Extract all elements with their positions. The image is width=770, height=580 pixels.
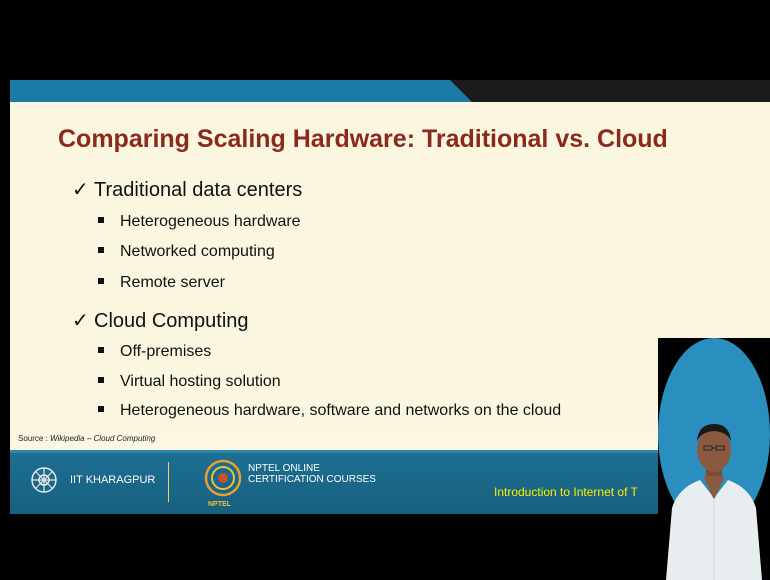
nptel-logo-icon [204,459,242,497]
slide-title: Comparing Scaling Hardware: Traditional … [58,125,668,153]
nptel-line-1: NPTEL ONLINE [248,463,320,474]
bullet-label: Cloud Computing [94,310,249,332]
presenter-video-overlay [658,338,770,580]
slide: Comparing Scaling Hardware: Traditional … [10,80,770,514]
footer-divider [168,462,169,502]
check-icon: ✓ [72,179,89,201]
sub-bullet: Virtual hosting solution [98,373,281,391]
sub-bullet: Off-premises [98,343,211,361]
sub-bullet: Networked computing [98,243,275,261]
institute-name: IIT KHARAGPUR [70,474,156,486]
course-title: Introduction to Internet of T [494,485,638,499]
check-icon: ✓ [72,310,89,332]
iit-kharagpur-emblem-icon [31,467,57,493]
sub-bullet: Remote server [98,274,225,292]
sub-bullet: Heterogeneous hardware, software and net… [98,402,561,420]
sub-bullet-text: Heterogeneous hardware [120,213,301,230]
square-bullet-icon [98,405,104,412]
top-band [10,80,770,102]
sub-bullet-text: Heterogeneous hardware, software and net… [120,402,562,419]
slide-content [10,102,770,432]
square-bullet-icon [98,216,104,223]
sub-bullet-text: Off-premises [120,343,212,360]
nptel-mini-label: NPTEL [208,501,231,508]
footer-stripe [10,450,770,453]
square-bullet-icon [98,346,104,353]
sub-bullet-text: Networked computing [120,243,275,260]
nptel-title: NPTEL ONLINE CERTIFICATION COURSES [248,463,376,485]
nptel-line-2: CERTIFICATION COURSES [248,474,376,485]
sub-bullet-text: Virtual hosting solution [120,373,281,390]
sub-bullet-text: Remote server [120,274,225,291]
square-bullet-icon [98,277,104,284]
footer-bar: IIT KHARAGPUR NPTEL NPTEL ONLINE CERTIFI… [10,450,770,514]
sub-bullet: Heterogeneous hardware [98,213,301,231]
square-bullet-icon [98,246,104,253]
bullet-label: Traditional data centers [94,179,303,201]
source-citation: Source : Wikipedia – Cloud Computing [18,434,155,443]
source-reference: Wikipedia – Cloud Computing [50,434,156,443]
bullet-traditional-data-centers: ✓Traditional data centers [72,177,302,202]
square-bullet-icon [98,376,104,383]
source-prefix: Source : [18,434,51,443]
bullet-cloud-computing: ✓Cloud Computing [72,308,249,333]
